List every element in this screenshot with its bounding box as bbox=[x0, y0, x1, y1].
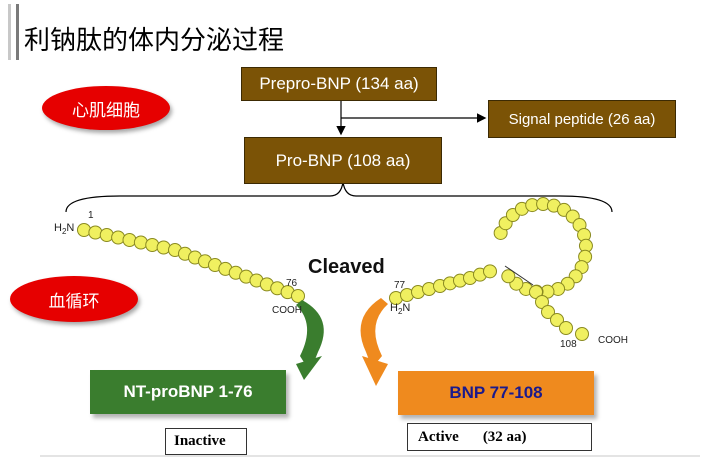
nt-probnp-box: NT-proBNP 1-76 bbox=[90, 370, 286, 414]
active-label: Active bbox=[418, 428, 459, 445]
active-box: Active (32 aa) bbox=[407, 423, 592, 451]
cardiomyocyte-ellipse: 心肌细胞 bbox=[42, 86, 170, 130]
peptide-bead-8 bbox=[156, 240, 171, 255]
residue-108-label: 108 bbox=[560, 339, 577, 350]
green-arrow-head bbox=[296, 356, 322, 380]
right-cooh-label: COOH bbox=[598, 335, 628, 346]
orange-curved-arrow bbox=[360, 298, 388, 368]
inactive-label: Inactive bbox=[174, 433, 226, 449]
signal-peptide-box: Signal peptide (26 aa) bbox=[488, 100, 676, 138]
decorative-rule-light bbox=[8, 4, 11, 60]
bnp-chain bbox=[389, 197, 593, 341]
peptide-bead-1 bbox=[77, 223, 91, 237]
bnp-bead-37 bbox=[559, 321, 573, 335]
bnp-box: BNP 77-108 bbox=[398, 371, 594, 415]
left-cooh-label: COOH bbox=[272, 305, 302, 316]
residue-76-label: 76 bbox=[286, 278, 298, 289]
bnp-bead-35 bbox=[541, 305, 555, 319]
nt-probnp-chain bbox=[77, 223, 305, 303]
peptide-bead-6 bbox=[133, 235, 148, 250]
left-h2n-label: H2N bbox=[54, 222, 75, 237]
active-count-label: (32 aa) bbox=[482, 428, 527, 445]
inactive-box: Inactive bbox=[165, 428, 247, 455]
circulation-ellipse: 血循环 bbox=[10, 276, 138, 322]
peptide-bead-2 bbox=[88, 225, 103, 240]
bnp-bead-10 bbox=[483, 264, 497, 279]
bnp-bead-36 bbox=[550, 313, 564, 327]
peptide-bead-4 bbox=[111, 230, 126, 245]
bnp-bead-38 bbox=[575, 327, 589, 341]
peptide-bead-7 bbox=[145, 238, 160, 252]
residue-77-label: 77 bbox=[394, 280, 406, 291]
pro-bnp-box: Pro-BNP (108 aa) bbox=[244, 137, 442, 184]
peptide-bead-5 bbox=[122, 233, 137, 247]
orange-arrow-head bbox=[362, 356, 388, 386]
disulfide-bond-line bbox=[504, 265, 534, 286]
green-curved-arrow bbox=[296, 300, 324, 372]
peptide-bead-3 bbox=[99, 228, 114, 242]
page-title: 利钠肽的体内分泌过程 bbox=[24, 26, 285, 56]
right-h2n-label: H2N bbox=[390, 302, 411, 317]
prepro-bnp-box: Prepro-BNP (134 aa) bbox=[241, 67, 437, 101]
cleaved-label: Cleaved bbox=[308, 256, 385, 278]
bnp-bead-32 bbox=[501, 269, 516, 284]
decorative-rule-dark bbox=[16, 4, 19, 60]
residue-1-label: 1 bbox=[88, 210, 94, 221]
peptide-bead-21 bbox=[291, 289, 305, 303]
